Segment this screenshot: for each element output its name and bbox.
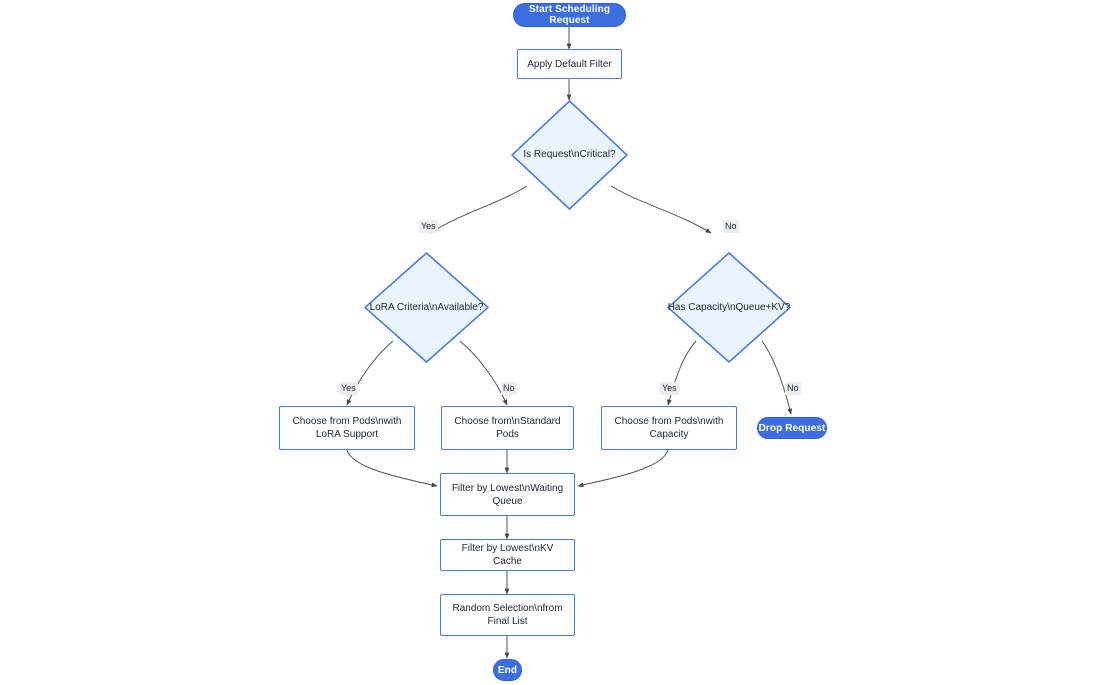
line-1: Random Selection\nfrom	[452, 603, 563, 614]
node-choose-standard-pods[interactable]: Choose from\nStandard Pods	[441, 406, 574, 450]
node-filter-kv-cache-label: Filter by Lowest\nKV Cache	[461, 543, 554, 567]
edge-critical-to-capacity	[610, 185, 712, 234]
edge-label-critical-yes: Yes	[419, 220, 438, 233]
node-lora-criteria-available[interactable]: LoRA Criteria\nAvailable?	[364, 252, 489, 363]
edge-capacity-to-drop	[761, 340, 793, 415]
edge-label-capacity-yes: Yes	[660, 382, 679, 395]
line-2: Final List	[487, 616, 528, 627]
node-filter-waiting-queue-label: Filter by Lowest\nWaiting Queue	[446, 482, 569, 508]
node-choose-pods-lora-support[interactable]: Choose from Pods\nwith LoRA Support	[279, 406, 415, 450]
node-is-request-critical-label: Is Request\nCritical?	[523, 149, 616, 160]
node-is-request-critical[interactable]: Is Request\nCritical?	[511, 100, 628, 210]
decision-diamond-shape	[364, 252, 489, 363]
node-end-label: End	[497, 664, 518, 676]
edge-lora-to-podslora	[346, 340, 394, 406]
edge-podscapacity-to-waitq	[577, 449, 669, 488]
line-2: LoRA Support	[315, 429, 379, 440]
line-1: Filter by Lowest\nWaiting	[451, 482, 564, 494]
node-end[interactable]: End	[493, 659, 522, 681]
line-2: Capacity	[649, 429, 689, 440]
node-apply-default-filter[interactable]: Apply Default Filter	[517, 49, 622, 79]
line-1: Choose from Pods\nwith	[614, 416, 724, 427]
node-choose-pods-capacity[interactable]: Choose from Pods\nwith Capacity	[601, 406, 737, 450]
edge-capacity-to-podscapacity	[667, 340, 697, 406]
edge-lora-to-podsstandard	[459, 340, 508, 406]
edge-critical-to-lora	[429, 185, 528, 234]
node-filter-waiting-queue[interactable]: Filter by Lowest\nWaiting Queue	[440, 473, 575, 516]
node-start[interactable]: Start Scheduling Request	[513, 3, 626, 27]
edge-label-critical-no: No	[723, 220, 739, 233]
node-filter-kv-cache[interactable]: Filter by Lowest\nKV Cache	[440, 539, 575, 571]
node-random-selection-label: Random Selection\nfrom Final List	[446, 602, 568, 628]
node-choose-pods-capacity-label: Choose from Pods\nwith Capacity	[609, 415, 730, 441]
node-choose-standard-pods-label: Choose from\nStandard Pods	[448, 415, 566, 441]
node-drop-request[interactable]: Drop Request	[757, 417, 827, 439]
edge-label-lora-yes: Yes	[339, 382, 358, 395]
decision-diamond-shape	[511, 100, 628, 210]
node-drop-request-label: Drop Request	[758, 422, 826, 434]
line-1: Choose from\nStandard	[454, 416, 561, 427]
edge-podslora-to-waitq	[346, 449, 438, 488]
node-lora-criteria-available-label: LoRA Criteria\nAvailable?	[369, 301, 484, 313]
node-start-label: Start Scheduling Request	[528, 4, 611, 26]
node-choose-pods-lora-support-label: Choose from Pods\nwith LoRA Support	[287, 415, 408, 441]
line-1: Choose from Pods\nwith	[292, 416, 402, 427]
decision-diamond-shape	[667, 252, 791, 363]
line-2: Queue	[492, 495, 523, 507]
node-random-selection[interactable]: Random Selection\nfrom Final List	[440, 594, 575, 636]
edge-label-capacity-no: No	[785, 382, 801, 395]
node-has-capacity[interactable]: Has Capacity\nQueue+KV?	[667, 252, 791, 363]
node-apply-default-filter-label: Apply Default Filter	[527, 58, 612, 70]
node-has-capacity-label: Has Capacity\nQueue+KV?	[667, 301, 791, 313]
edge-label-lora-no: No	[501, 382, 517, 395]
line-2: Pods	[496, 429, 519, 440]
